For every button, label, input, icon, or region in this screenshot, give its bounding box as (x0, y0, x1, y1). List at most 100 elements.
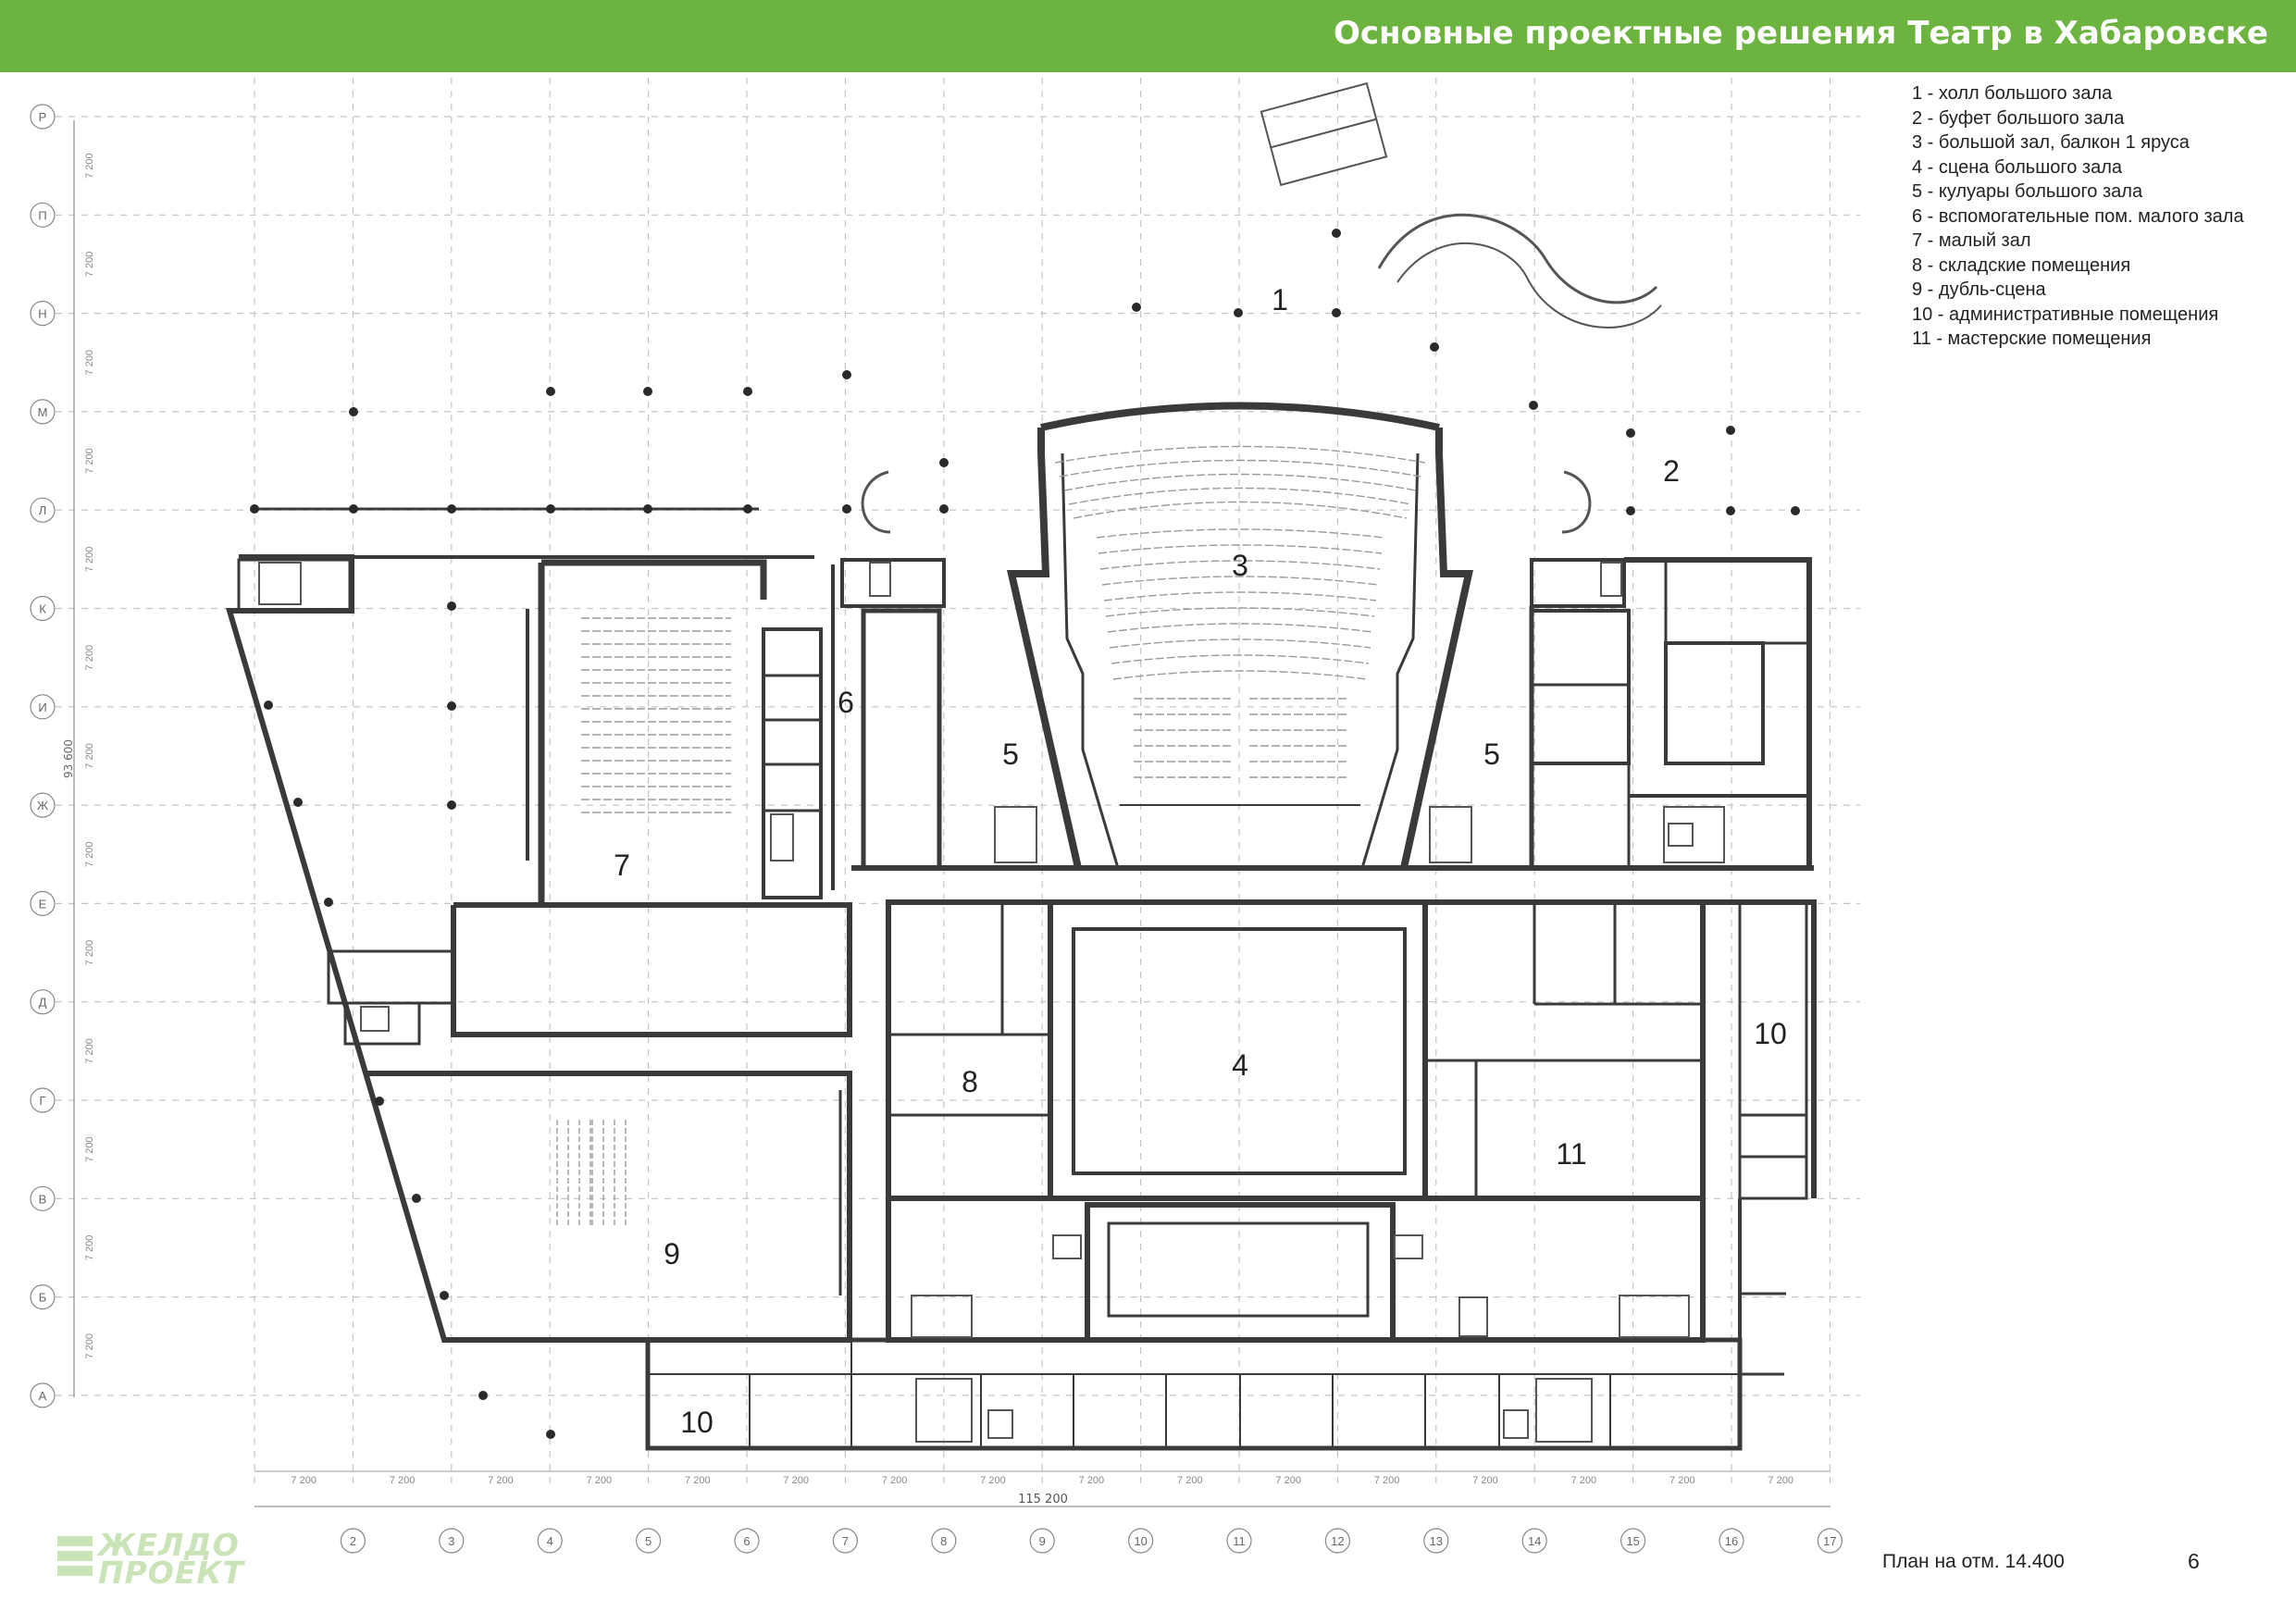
stalls-seat-row (1096, 528, 1384, 539)
column-axis-bubble: 5 (635, 1528, 662, 1554)
column-dot (743, 387, 752, 396)
column-dot (546, 1430, 555, 1439)
column-dot (1529, 401, 1538, 410)
column-bay-dimension: 7 200 (980, 1475, 1006, 1486)
column-dot (447, 504, 456, 514)
room-6-label: 6 (838, 686, 854, 719)
column-axis-bubble: 3 (439, 1528, 465, 1554)
logo-mark-icon (57, 1536, 93, 1576)
logo-text-line2: ПРОЕКТ (98, 1555, 244, 1591)
svg-text:11: 11 (1233, 1534, 1246, 1548)
column-bay-dimension: 7 200 (1768, 1475, 1793, 1486)
axis-grid (56, 78, 1860, 1485)
room-11-label: 11 (1556, 1137, 1586, 1171)
room-3-label: 3 (1232, 549, 1248, 582)
column-bay-dimension: 7 200 (1571, 1475, 1597, 1486)
svg-text:7: 7 (842, 1534, 849, 1548)
column-dot (375, 1097, 384, 1106)
column-dot (250, 504, 259, 514)
column-bay-dimension: 7 200 (291, 1475, 316, 1486)
column-bay-dimension: 7 200 (1374, 1475, 1400, 1486)
column-bay-dimension: 7 200 (1079, 1475, 1105, 1486)
page-number: 6 (2188, 1549, 2200, 1573)
column-axis-bubble: 4 (537, 1528, 563, 1554)
row-axis-bubble: Е (30, 890, 56, 917)
row-axis-bubble: Д (30, 989, 56, 1015)
room-8-label: 8 (962, 1065, 978, 1098)
balcony-seat-row (1063, 473, 1417, 491)
svg-text:6: 6 (743, 1534, 750, 1548)
walls (225, 402, 1817, 1451)
column-dot (447, 701, 456, 711)
svg-text:3: 3 (448, 1534, 454, 1548)
svg-text:П: П (38, 208, 46, 222)
svg-text:М: М (38, 405, 48, 419)
column-dot (293, 798, 303, 807)
room-10b-label: 10 (680, 1406, 714, 1439)
row-bay-dimension: 7 200 (84, 1235, 95, 1261)
legend-item: 10 - административные помещения (1912, 304, 2219, 325)
column-dot (1234, 308, 1243, 317)
svg-text:Г: Г (39, 1094, 45, 1108)
stalls-seat-row (1112, 670, 1368, 680)
total-width-label: 115 200 (1018, 1493, 1068, 1506)
balcony-seat-row (1059, 459, 1421, 477)
column-bay-dimension: 7 200 (587, 1475, 613, 1486)
svg-text:14: 14 (1528, 1534, 1541, 1548)
column-dot (743, 504, 752, 514)
column-axis-bubble: 12 (1324, 1528, 1351, 1554)
row-bay-dimension: 7 200 (84, 940, 95, 966)
plan-level-caption: План на отм. 14.400 (1882, 1551, 2065, 1572)
total-height-label: 93 600 (62, 739, 75, 778)
stalls-seat-row (1107, 623, 1373, 633)
row-bay-dimension: 7 200 (84, 841, 95, 867)
stalls-seat-row (1101, 576, 1379, 586)
svg-text:16: 16 (1725, 1534, 1738, 1548)
column-axis-bubble: 15 (1620, 1528, 1646, 1554)
row-bay-dimension: 7 200 (84, 153, 95, 179)
svg-text:В: В (39, 1192, 47, 1206)
stalls-seat-row (1105, 607, 1375, 617)
column-bay-dimension: 7 200 (488, 1475, 514, 1486)
legend-item: 7 - малый зал (1912, 230, 2031, 251)
legend-item: 3 - большой зал, балкон 1 яруса (1912, 132, 2190, 153)
room-9-label: 9 (664, 1237, 680, 1271)
page-title: Основные проектные решения Театр в Хабар… (1333, 15, 2268, 52)
row-axis-bubble: А (30, 1382, 56, 1408)
legend-item: 2 - буфет большого зала (1912, 107, 2125, 129)
header-banner: Основные проектные решения Театр в Хабар… (0, 0, 2296, 72)
row-bay-dimension: 7 200 (84, 1333, 95, 1359)
stalls-seat-row (1109, 638, 1371, 649)
row-axis-bubble: Г (30, 1087, 56, 1113)
balcony-seat-row (1054, 445, 1426, 464)
column-dot (546, 504, 555, 514)
svg-text:10: 10 (1134, 1534, 1147, 1548)
column-dot (349, 407, 358, 416)
svg-text:8: 8 (940, 1534, 947, 1548)
column-axis-bubble: 11 (1226, 1528, 1252, 1554)
column-axis-bubble: 17 (1817, 1528, 1843, 1554)
row-axis-bubble: В (30, 1185, 56, 1211)
row-bay-dimension: 7 200 (84, 547, 95, 573)
room-7-label: 7 (614, 849, 630, 882)
column-dot (1791, 506, 1800, 515)
svg-text:9: 9 (1039, 1534, 1046, 1548)
room-legend: 1 - холл большого зала 2 - буфет большого… (1912, 81, 2244, 352)
legend-item: 1 - холл большого зала (1912, 83, 2113, 104)
column-dot (349, 504, 358, 514)
svg-text:12: 12 (1331, 1534, 1344, 1548)
svg-text:А: А (39, 1389, 47, 1403)
room-labels: 1 2 3 4 5 5 6 7 8 9 10 10 11 (614, 283, 1787, 1439)
balcony-seat-row (1068, 487, 1412, 505)
row-axis-bubble: И (30, 694, 56, 720)
column-dot (939, 504, 949, 514)
room-5a-label: 5 (1002, 738, 1019, 771)
row-axis-bubble: П (30, 202, 56, 228)
row-axis-bubble: Р (30, 104, 56, 130)
row-bay-dimension: 7 200 (84, 350, 95, 376)
room-4-label: 4 (1232, 1048, 1248, 1082)
stair-cores (258, 81, 1725, 1443)
svg-text:5: 5 (645, 1534, 652, 1548)
column-bay-dimension: 7 200 (685, 1475, 711, 1486)
